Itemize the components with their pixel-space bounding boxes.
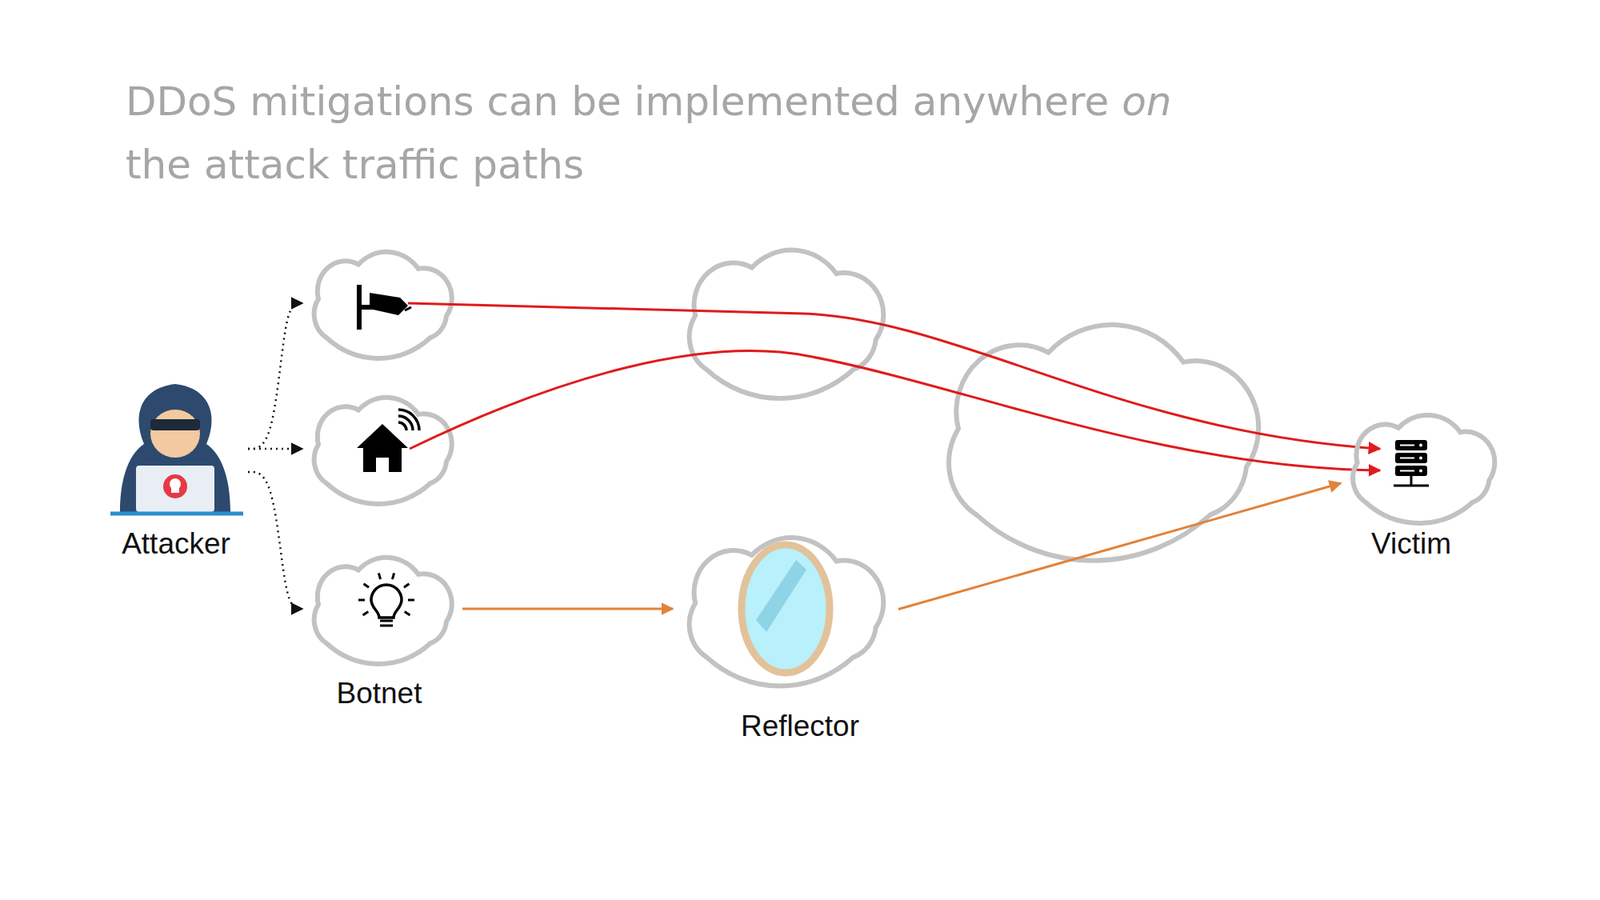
control-line — [248, 448, 303, 451]
server-unit — [1395, 465, 1428, 476]
server-slot — [1400, 457, 1415, 460]
title-word: traffic — [342, 141, 460, 188]
home-cloud — [314, 397, 452, 504]
camera-mount — [356, 284, 362, 330]
actor-box: Attacker — [104, 376, 248, 568]
title-word: can — [486, 78, 559, 125]
home-icon — [356, 409, 420, 472]
hood — [120, 384, 231, 512]
reflection-arrow — [462, 608, 673, 611]
server-stand — [1410, 476, 1413, 485]
bulb-ray — [364, 584, 370, 588]
title-word: attack — [204, 141, 330, 188]
mirror-glint — [756, 560, 807, 632]
server-slot — [1400, 470, 1415, 472]
cloud-outline — [1340, 410, 1506, 524]
bulb-glass — [371, 584, 402, 618]
title-word: DDoS — [125, 78, 237, 125]
title-word: anywhere — [912, 78, 1109, 125]
laptop — [136, 465, 215, 512]
title-word: the — [125, 141, 192, 188]
bulb-ray — [404, 584, 410, 588]
title-word: implemented — [634, 78, 900, 125]
bulb-base — [380, 624, 393, 628]
face — [150, 409, 200, 458]
wifi-arc — [398, 422, 407, 431]
cloud-shape — [689, 537, 884, 686]
cloud-shape — [1352, 415, 1495, 524]
mask — [150, 419, 200, 431]
server-unit — [1395, 452, 1428, 464]
server-unit — [1395, 440, 1428, 451]
server-base — [1393, 484, 1429, 488]
skull-badge — [163, 474, 188, 499]
desk-line — [110, 512, 244, 516]
camera-body — [369, 292, 408, 316]
reflection-arrow — [898, 483, 1341, 610]
skull — [169, 478, 181, 490]
bulb-ray — [404, 612, 411, 616]
house — [356, 424, 408, 472]
bulb-ray — [378, 572, 380, 580]
control-line — [248, 303, 303, 449]
node-label: Botnet — [336, 676, 423, 712]
network-cloud: Botnet — [302, 552, 463, 665]
title-word: on — [1121, 78, 1172, 125]
title-word: mitigations — [249, 78, 474, 125]
title-word: be — [571, 78, 622, 125]
bulb-ray — [358, 599, 365, 602]
camera-icon — [356, 284, 412, 330]
cloud-outline — [672, 531, 899, 688]
cloud-outline — [302, 552, 463, 665]
bulb-base — [380, 620, 393, 623]
network-cloud: Victim — [1340, 410, 1506, 524]
server-icon — [1393, 440, 1429, 486]
attacker-icon — [110, 384, 244, 514]
slide-title: DDoS mitigations can be implemented anyw… — [125, 70, 1172, 197]
server-slot — [1400, 444, 1415, 447]
skull-jaw — [171, 488, 180, 493]
wifi-arc — [398, 416, 413, 431]
camera-lens — [404, 307, 412, 311]
bulb-icon — [358, 572, 415, 626]
server-led — [1419, 469, 1423, 473]
control-arrow — [248, 472, 303, 609]
camera-cloud — [314, 252, 452, 359]
server-led — [1419, 456, 1423, 460]
node-label: Reflector — [740, 708, 860, 744]
wifi-arc — [398, 409, 420, 431]
transit-cloud — [689, 250, 884, 399]
title-word: paths — [472, 141, 584, 188]
node-label: Victim — [1371, 526, 1452, 562]
network-cloud: Reflector — [672, 531, 899, 688]
attack-path — [409, 351, 1380, 471]
mirror — [741, 544, 830, 673]
bulb-ray — [392, 572, 394, 580]
bulb-ray — [408, 599, 415, 602]
node-label: Attacker — [121, 526, 231, 562]
cloud-shape — [314, 557, 452, 664]
server-led — [1419, 444, 1423, 448]
core-cloud — [948, 324, 1259, 561]
mirror-icon — [741, 544, 830, 673]
bulb-ray — [363, 612, 369, 616]
